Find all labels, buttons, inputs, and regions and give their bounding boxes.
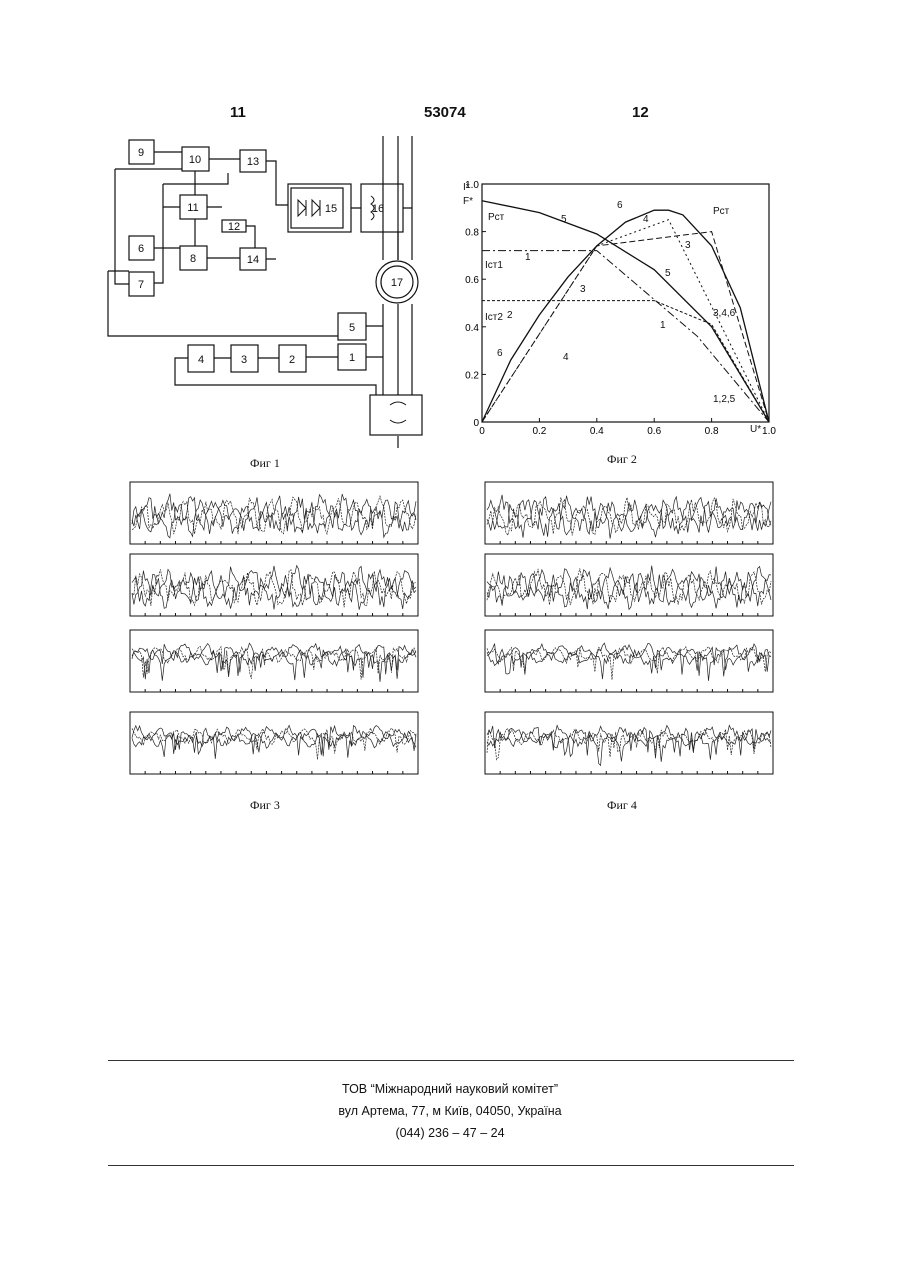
right-page-number: 12 — [632, 104, 649, 121]
fig2-chart: 000.20.20.40.40.60.60.80.81.01.0 I* F* U… — [455, 170, 790, 450]
waveform-panel — [130, 630, 418, 692]
curve-label-6b: 6 — [497, 348, 503, 359]
fig1-caption: Фиг 1 — [250, 456, 280, 471]
y-axis-label-f: F* — [463, 196, 473, 207]
block-2: 2 — [289, 354, 295, 366]
series-line-4 — [482, 220, 769, 422]
p-st-right-label: Pст — [713, 206, 730, 217]
block-14: 14 — [247, 254, 259, 266]
fig1-block-diagram: 9 10 13 11 12 6 8 14 7 15 16 17 5 1 2 3 … — [100, 128, 440, 450]
waveform-panel — [485, 630, 773, 692]
curve-label-5b: 5 — [665, 268, 671, 279]
curve-label-3a: 3 — [685, 240, 691, 251]
fig4-waveforms — [455, 472, 790, 792]
block-9: 9 — [138, 147, 144, 159]
block-13: 13 — [247, 156, 259, 168]
x-tick-label: 0.6 — [647, 426, 661, 437]
fig3-waveforms — [100, 472, 440, 792]
group-346-label: 3,4,6 — [713, 308, 736, 319]
waveform-trace — [132, 731, 416, 757]
curve-label-6a: 6 — [617, 200, 623, 211]
waveform-trace — [487, 725, 771, 758]
curve-label-5a: 5 — [561, 214, 567, 225]
waveform-panel — [130, 712, 418, 774]
block-4: 4 — [198, 354, 204, 366]
y-tick-label: 0.8 — [465, 228, 479, 239]
block-11: 11 — [187, 202, 198, 214]
fig3-caption: Фиг 3 — [250, 798, 280, 813]
y-tick-label: 0 — [473, 418, 479, 429]
y-tick-label: 0.2 — [465, 370, 479, 381]
x-tick-label: 0 — [479, 426, 485, 437]
patent-number: 53074 — [424, 104, 466, 121]
block-6: 6 — [138, 243, 144, 255]
x-tick-label: 0.4 — [590, 426, 604, 437]
footer-phone: (044) 236 – 47 – 24 — [0, 1126, 900, 1140]
i-st1-label: Iст1 — [485, 260, 503, 271]
block-17: 17 — [391, 277, 403, 289]
x-axis-label: U* — [750, 424, 761, 435]
curve-label-1a: 1 — [525, 252, 531, 263]
block-3: 3 — [241, 354, 247, 366]
curve-label-2a: 2 — [507, 310, 513, 321]
y-axis-label-i: I* — [463, 182, 470, 193]
curve-label-3b: 3 — [580, 284, 586, 295]
footer-top-rule — [108, 1060, 794, 1061]
y-tick-label: 0.6 — [465, 275, 479, 286]
footer-org: ТОВ “Міжнародний науковий комітет” — [0, 1082, 900, 1096]
waveform-trace — [487, 495, 771, 533]
y-tick-label: 0.4 — [465, 323, 479, 334]
curve-label-1b: 1 — [660, 320, 666, 331]
block-5: 5 — [349, 322, 355, 334]
waveform-trace — [487, 569, 771, 606]
block-10: 10 — [189, 154, 201, 166]
waveform-trace — [132, 649, 416, 682]
fig4-caption: Фиг 4 — [607, 798, 637, 813]
waveform-panel — [485, 554, 773, 616]
block-12: 12 — [228, 221, 240, 233]
curve-label-4b: 4 — [563, 352, 569, 363]
waveform-trace — [487, 732, 771, 766]
block-1: 1 — [349, 352, 355, 364]
fig2-frame — [482, 184, 769, 422]
x-tick-label: 1.0 — [762, 426, 776, 437]
footer-address: вул Артема, 77, м Київ, 04050, Україна — [0, 1104, 900, 1118]
fig2-caption: Фиг 2 — [607, 452, 637, 467]
group-125-label: 1,2,5 — [713, 394, 736, 405]
block-8: 8 — [190, 253, 196, 265]
x-tick-label: 0.8 — [705, 426, 719, 437]
left-page-number: 11 — [230, 104, 246, 121]
waveform-panel — [485, 482, 773, 544]
waveform-trace — [487, 643, 771, 676]
p-st-left-label: Pст — [488, 212, 505, 223]
block-15: 15 — [325, 203, 337, 215]
i-st2-label: Iст2 — [485, 312, 503, 323]
footer-bottom-rule — [108, 1165, 794, 1166]
block-7: 7 — [138, 279, 144, 291]
x-tick-label: 0.2 — [532, 426, 546, 437]
curve-label-4a: 4 — [643, 214, 649, 225]
